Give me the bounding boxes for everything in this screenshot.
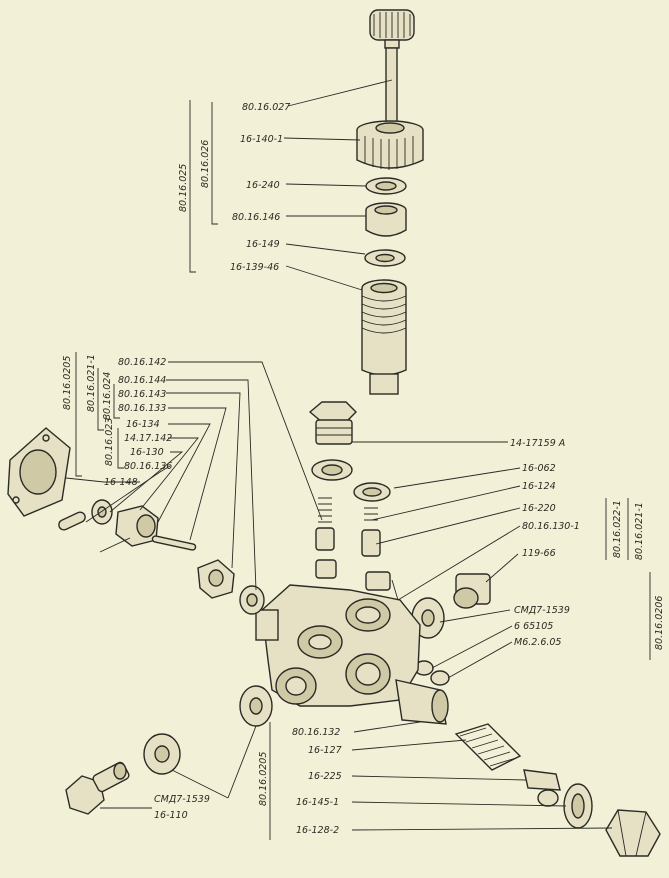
label-80-16-0205-bottom: 80.16.0205 — [258, 752, 269, 806]
label-m6-2-6-05: М6.2.6.05 — [514, 637, 561, 648]
ring-16-130 — [91, 499, 113, 525]
label-80-16-0205-left: 80.16.0205 — [62, 356, 73, 410]
gasket-16-148 — [7, 427, 71, 517]
sleeve-80-16-132 — [395, 679, 449, 725]
washer-16-062 — [311, 459, 353, 481]
label-16-240: 16-240 — [246, 180, 280, 191]
washer-16-124 — [353, 482, 391, 502]
label-80-16-0206: 80.16.0206 — [654, 596, 665, 650]
label-80-16-143: 80.16.143 — [118, 389, 166, 400]
label-119-66: 119-66 — [522, 548, 556, 559]
label-80-16-146: 80.16.146 — [232, 212, 280, 223]
part-labels: 80.16.027 16-140-1 16-240 80.16.146 16-1… — [62, 102, 665, 836]
label-14-17-142: 14.17.142 — [124, 433, 172, 444]
label-80-16-022-1: 80.16.022-1 — [612, 500, 623, 558]
label-80-16-025: 80.16.025 — [178, 164, 189, 212]
washer-80-16-144 — [239, 585, 265, 615]
pump-body — [255, 584, 421, 707]
label-14-17159a: 14-17159 А — [510, 438, 565, 449]
label-16-220: 16-220 — [522, 503, 556, 514]
label-16-127: 16-127 — [308, 745, 342, 756]
label-80-16-026: 80.16.026 — [200, 140, 211, 188]
washer-16-149 — [364, 249, 406, 267]
label-16-124: 16-124 — [522, 481, 556, 492]
label-80-16-133: 80.16.133 — [118, 403, 166, 414]
label-16-148: 16-148 — [104, 477, 138, 488]
valve-16-225 — [523, 769, 561, 807]
label-smd7-1539-right: СМД7-1539 — [514, 605, 570, 616]
housing-14-17-142 — [115, 505, 159, 547]
label-80-16-136: 80.16.136 — [124, 461, 172, 472]
label-80-16-144: 80.16.144 — [118, 375, 166, 386]
plug-16-128-2 — [605, 809, 661, 857]
spring-16-220 — [361, 507, 381, 557]
label-80-16-024: 80.16.024 — [102, 372, 113, 420]
shaft-16-134 — [99, 535, 197, 553]
washer-16-145-1 — [563, 783, 593, 829]
pump-cap-16-140-1 — [356, 120, 424, 170]
plunger-knob — [369, 9, 415, 124]
label-16-128-2: 16-128-2 — [296, 825, 339, 836]
label-16-149: 16-149 — [246, 239, 280, 250]
label-80-16-027: 80.16.027 — [242, 102, 290, 113]
washer-smd7-1539-bottom — [143, 685, 273, 775]
label-80-16-130-1: 80.16.130-1 — [522, 521, 580, 532]
plug-14-17159a — [308, 401, 357, 445]
bolt-16-110 — [65, 761, 130, 815]
spring-80-16-142 — [315, 497, 335, 551]
label-6-65105: 6 65105 — [514, 621, 553, 632]
label-16-145-1: 16-145-1 — [296, 797, 339, 808]
label-16-130: 16-130 — [130, 447, 164, 458]
label-16-134: 16-134 — [126, 419, 160, 430]
label-80-16-021-1-right: 80.16.021-1 — [634, 502, 645, 560]
label-16-140-1: 16-140-1 — [240, 134, 283, 145]
washer-16-240 — [365, 177, 407, 195]
fitting-119-66 — [453, 573, 491, 609]
fitting-80-16-143 — [197, 559, 235, 599]
bushing-80-16-146 — [365, 202, 407, 237]
label-16-139-46: 16-139-46 — [230, 262, 279, 273]
nut-6-65105 — [414, 660, 450, 686]
label-80-16-142: 80.16.142 — [118, 357, 166, 368]
label-16-110: 16-110 — [154, 810, 188, 821]
leader-lines — [65, 79, 651, 840]
label-80-16-021-1-left: 80.16.021-1 — [86, 354, 97, 412]
seat-80-16-130-1 — [315, 559, 391, 591]
label-smd7-1539-bottom: СМД7-1539 — [154, 794, 210, 805]
label-80-16-023: 80.16.023 — [104, 418, 115, 466]
label-16-062: 16-062 — [522, 463, 556, 474]
spring-16-127 — [454, 723, 522, 771]
pin-80-16-136 — [58, 511, 86, 531]
cylinder-16-139-46 — [361, 279, 407, 395]
label-16-225: 16-225 — [308, 771, 342, 782]
label-80-16-132: 80.16.132 — [292, 727, 340, 738]
